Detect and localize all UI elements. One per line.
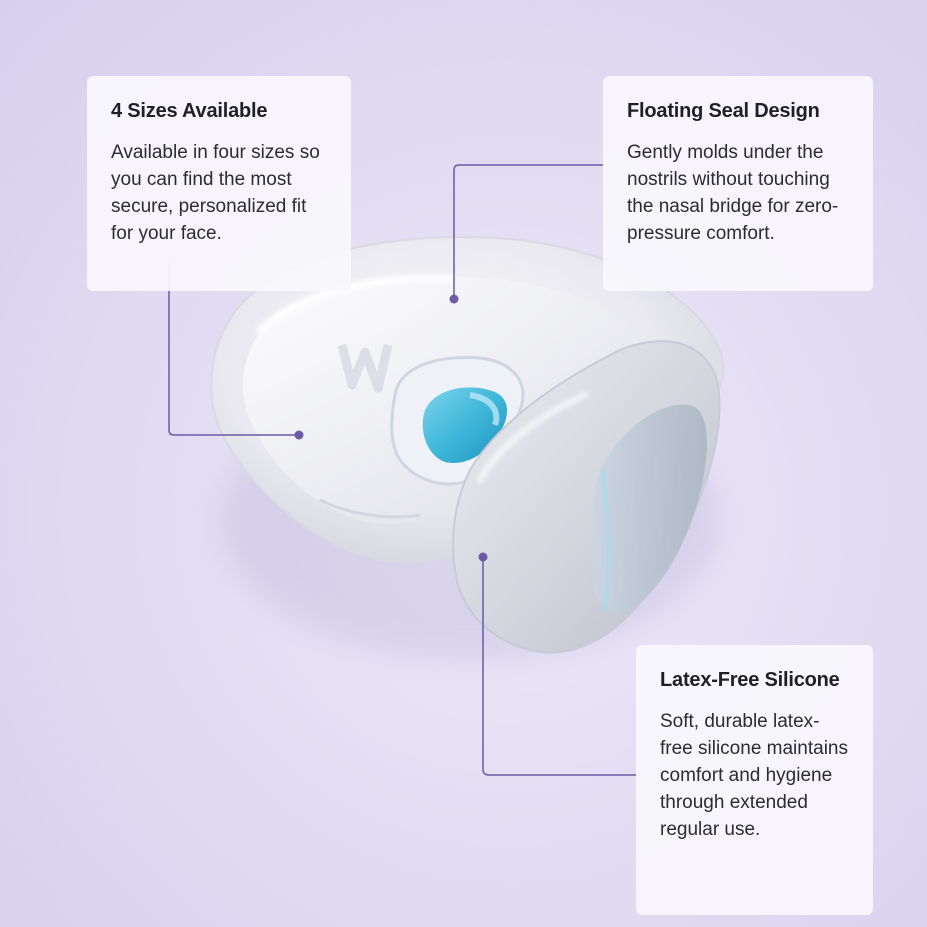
callout-seal-title: Floating Seal Design (627, 100, 820, 122)
callout-sizes-card: 4 Sizes Available Available in four size… (87, 76, 351, 291)
callout-silicone-title: Latex-Free Silicone (660, 669, 840, 691)
callout-silicone-card: Latex-Free Silicone Soft, durable latex-… (636, 645, 873, 915)
callout-sizes-title: 4 Sizes Available (111, 100, 268, 122)
callout-seal-body: Gently molds under the nostrils without … (627, 142, 839, 244)
callout-sizes-body: Available in four sizes so you can find … (111, 142, 320, 244)
callout-seal-card: Floating Seal Design Gently molds under … (603, 76, 873, 291)
callout-silicone-body: Soft, durable latex-free silicone mainta… (660, 711, 848, 840)
